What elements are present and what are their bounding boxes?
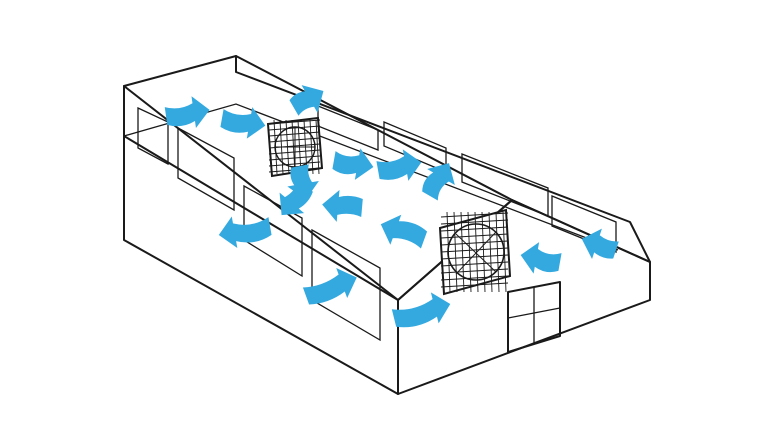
airflow-arrow-icon [391, 292, 451, 328]
door-frame [507, 281, 561, 353]
airflow-arrow-icon [422, 163, 455, 201]
airflow-arrow-icon [332, 148, 374, 180]
exhaust-fan-icon [438, 208, 512, 296]
window-4 [311, 228, 381, 342]
airflow-arrow-icon [302, 267, 357, 305]
far-window-4 [551, 195, 617, 253]
airflow-arrow-icon [279, 180, 313, 216]
airflow-arrow-icon [289, 85, 324, 116]
window-1 [137, 106, 169, 166]
airflow-arrow-icon [218, 216, 272, 249]
far-window-3 [461, 153, 549, 217]
airflow-arrow-icon [520, 242, 562, 274]
door-icon [507, 281, 561, 353]
airflow-arrow-icon [380, 214, 428, 249]
roof-ridge [235, 55, 651, 263]
far-wall-windows [317, 105, 617, 253]
airflow-arrows [164, 85, 619, 328]
eave-line [123, 103, 619, 251]
airflow-arrow-icon [376, 149, 422, 181]
airflow-arrow-icon [220, 107, 266, 139]
window-2 [177, 126, 235, 212]
airflow-arrow-icon [322, 189, 363, 222]
far-window-1 [317, 105, 379, 151]
airflow-arrow-icon [164, 96, 210, 128]
airflow-arrow-icon [581, 228, 619, 260]
